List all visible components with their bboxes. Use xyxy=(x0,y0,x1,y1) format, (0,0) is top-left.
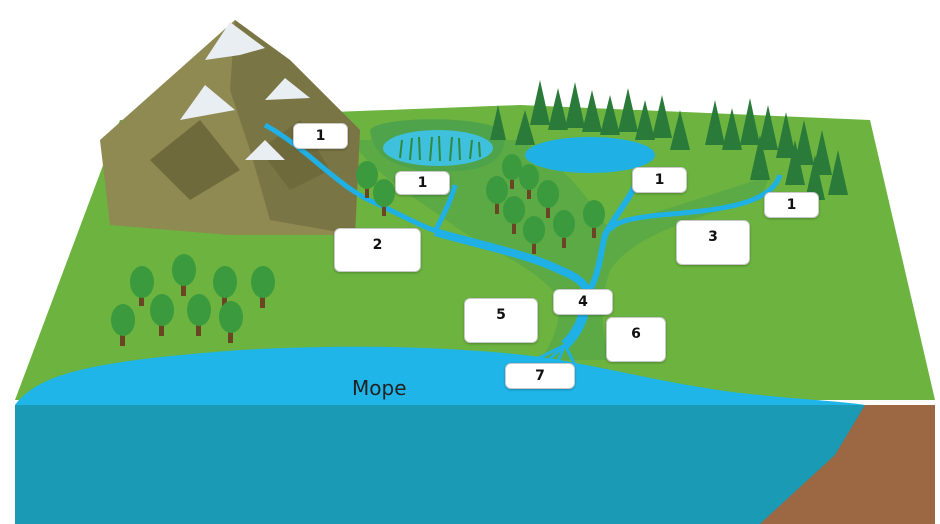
snow-cap xyxy=(180,85,235,120)
label-left-tributary[interactable]: 2 xyxy=(334,228,421,272)
mountain-dark xyxy=(260,120,330,190)
label-lake-source[interactable]: 1 xyxy=(395,171,450,195)
sea-side xyxy=(15,405,865,524)
label-left-bank[interactable]: 5 xyxy=(464,298,538,343)
label-right-tributary[interactable]: 3 xyxy=(676,220,750,265)
snow-cap xyxy=(265,78,310,100)
label-forest-source[interactable]: 1 xyxy=(632,167,687,193)
sea xyxy=(15,346,865,405)
label-right-source[interactable]: 1 xyxy=(764,192,819,218)
label-mountain-source[interactable]: 1 xyxy=(293,123,348,149)
label-right-bank[interactable]: 6 xyxy=(606,317,666,362)
label-delta[interactable]: 7 xyxy=(505,363,575,389)
lake-outflow xyxy=(587,173,643,292)
river-valley xyxy=(350,140,770,360)
forest-lake xyxy=(525,137,655,173)
left-tributary xyxy=(433,228,591,302)
snow-cap xyxy=(245,140,285,160)
conifer-forest xyxy=(490,80,848,200)
swamp-lake xyxy=(383,130,493,166)
deciduous-trees xyxy=(111,154,605,346)
sea-label: Море xyxy=(352,376,407,400)
mountain-dark xyxy=(150,120,240,200)
soil-slope xyxy=(760,405,935,524)
label-main-river[interactable]: 4 xyxy=(553,289,613,315)
snow-cap xyxy=(205,22,265,60)
reeds xyxy=(399,135,481,162)
